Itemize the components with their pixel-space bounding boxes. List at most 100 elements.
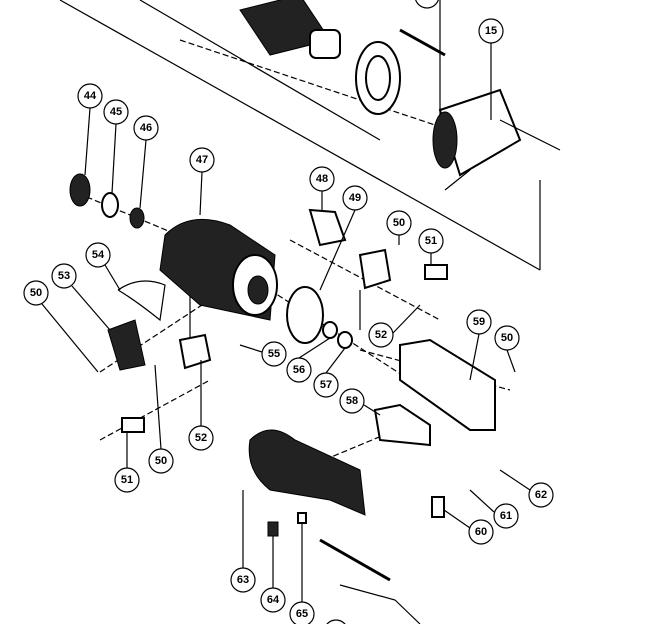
callout-label: 55 [268, 348, 280, 360]
callout-circle [468, 519, 494, 545]
callout-label: 57 [320, 379, 332, 391]
part-54 [117, 280, 166, 322]
part-46 [129, 207, 145, 229]
part-45 [101, 192, 119, 218]
ring-56 [322, 321, 338, 339]
callout-label: 62 [535, 489, 547, 501]
callout-53: 53 [51, 263, 77, 289]
callout-partial-top [415, 0, 439, 9]
callout-50: 50 [148, 448, 174, 474]
callout-label: 53 [58, 270, 70, 282]
carbon-brush [424, 264, 448, 280]
callout-47: 47 [189, 147, 215, 173]
callout-56: 56 [286, 357, 312, 383]
callout-label: 45 [110, 106, 122, 118]
callout-label: 51 [425, 235, 437, 247]
callout-circle [23, 280, 49, 306]
callout-circle [260, 587, 286, 613]
ring-49 [286, 286, 324, 344]
part-65 [297, 512, 307, 524]
callout-circle [51, 263, 77, 289]
callout-label: 64 [267, 594, 280, 606]
callout-circle [494, 325, 520, 351]
callout-50: 50 [23, 280, 49, 306]
part-60 [431, 496, 445, 518]
callout-circle [230, 567, 256, 593]
callout-label: 56 [293, 364, 305, 376]
part-64 [267, 521, 279, 537]
callout-circle [528, 482, 554, 508]
callout-52: 52 [188, 425, 214, 451]
callout-circle [466, 309, 492, 335]
callout-label: 50 [393, 217, 405, 229]
stator [432, 88, 561, 191]
callout-circle [386, 210, 412, 236]
callout-label: 61 [500, 510, 512, 522]
callout-50: 50 [494, 325, 520, 351]
callout-circle [368, 322, 394, 348]
callout-circle [114, 467, 140, 493]
callout-circle [313, 372, 339, 398]
callout-52: 52 [368, 322, 394, 348]
callout-label: 44 [84, 90, 97, 102]
callout-circle [77, 83, 103, 109]
callout-62: 62 [528, 482, 554, 508]
callout-58: 58 [339, 388, 365, 414]
callout-circle [148, 448, 174, 474]
callout-label: 59 [473, 316, 485, 328]
callout-15: 15 [478, 18, 504, 44]
leader-lines [41, 43, 531, 602]
callout-label: 47 [196, 154, 208, 166]
callout-circle [309, 166, 335, 192]
callout-circle [289, 601, 315, 624]
callout-48: 48 [309, 166, 335, 192]
callout-label: 60 [475, 526, 487, 538]
callout-label: 48 [316, 173, 328, 185]
callout-51: 51 [418, 228, 444, 254]
callout-label: 50 [501, 332, 513, 344]
callout-55: 55 [261, 341, 287, 367]
callout-circle [342, 185, 368, 211]
callout-label: 63 [237, 574, 249, 586]
callout-label: 51 [121, 474, 133, 486]
callout-50: 50 [386, 210, 412, 236]
callout-label: 58 [346, 395, 358, 407]
callout-44: 44 [77, 83, 103, 109]
callout-49: 49 [342, 185, 368, 211]
callout-63: 63 [230, 567, 256, 593]
callout-65: 65 [289, 601, 315, 624]
gear-housing [159, 218, 278, 321]
brush-holder-lower [178, 333, 212, 370]
callout-label: 46 [140, 122, 152, 134]
switch-58 [373, 403, 431, 447]
callout-circle [188, 425, 214, 451]
bearing-44 [69, 173, 91, 207]
cord [319, 538, 391, 582]
callout-label: 52 [195, 432, 207, 444]
armature [239, 0, 341, 59]
callout-circle [189, 147, 215, 173]
brush-holder [358, 248, 392, 290]
callout-circle [261, 341, 287, 367]
callout-label: 50 [30, 287, 42, 299]
callout-label: 50 [155, 455, 167, 467]
callout-circle [478, 18, 504, 44]
ring-57 [337, 331, 353, 349]
callout-57: 57 [313, 372, 339, 398]
part-48 [308, 208, 347, 247]
callout-45: 45 [103, 99, 129, 125]
callout-51: 51 [114, 467, 140, 493]
callout-54: 54 [85, 242, 111, 268]
callout-circle [286, 357, 312, 383]
callout-circle [103, 99, 129, 125]
callout-59: 59 [466, 309, 492, 335]
carbon-brush-lower [121, 417, 145, 433]
callout-partial-bottom [326, 619, 346, 624]
callout-46: 46 [133, 115, 159, 141]
baffle-ring-inner [365, 55, 391, 101]
screw [399, 28, 446, 57]
part-53 [107, 319, 146, 371]
callout-label: 54 [92, 249, 105, 261]
callout-label: 49 [349, 192, 361, 204]
callout-61: 61 [493, 503, 519, 529]
